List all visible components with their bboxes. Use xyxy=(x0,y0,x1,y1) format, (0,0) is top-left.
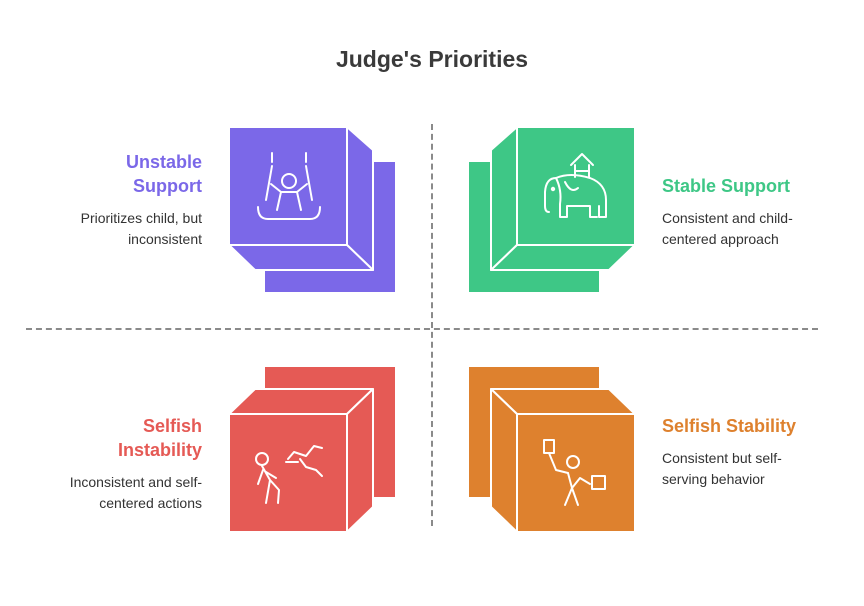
desc-selfish-stability: Consistent but self- serving behavior xyxy=(662,448,842,490)
label-selfish-stability: Selfish Stability xyxy=(662,414,852,438)
horizontal-divider xyxy=(26,328,818,330)
label-line: Stable Support xyxy=(662,176,791,196)
desc-line: Consistent but self- xyxy=(662,450,782,466)
label-line: Selfish xyxy=(142,416,202,436)
desc-unstable-support: Prioritizes child, but inconsistent xyxy=(30,208,202,250)
desc-selfish-instability: Inconsistent and self- centered actions xyxy=(30,472,202,514)
box-unstable-support xyxy=(228,126,395,292)
desc-line: centered actions xyxy=(99,495,202,511)
label-line: Instability xyxy=(117,440,202,460)
box-selfish-instability xyxy=(228,367,395,533)
label-selfish-instability: Selfish Instability xyxy=(60,414,202,462)
label-line: Unstable xyxy=(125,152,202,172)
box-selfish-stability xyxy=(469,367,636,533)
person-carrying-icon xyxy=(543,439,606,506)
desc-line: Prioritizes child, but xyxy=(80,210,202,226)
desc-line: serving behavior xyxy=(662,471,765,487)
swing-icon xyxy=(257,152,321,220)
desc-stable-support: Consistent and child- centered approach xyxy=(662,208,842,250)
label-line: Selfish Stability xyxy=(662,416,797,436)
desc-line: Consistent and child- xyxy=(662,210,793,226)
person-fleeing-icon xyxy=(255,445,323,504)
page-title: Judge's Priorities xyxy=(335,46,529,72)
desc-line: centered approach xyxy=(662,231,779,247)
label-line: Support xyxy=(133,176,202,196)
desc-line: Inconsistent and self- xyxy=(69,474,202,490)
desc-line: inconsistent xyxy=(128,231,202,247)
vertical-divider xyxy=(431,124,433,526)
label-stable-support: Stable Support xyxy=(662,174,842,198)
elephant-icon xyxy=(544,153,607,218)
box-stable-support xyxy=(469,126,636,292)
label-unstable-support: Unstable Support xyxy=(60,150,202,198)
